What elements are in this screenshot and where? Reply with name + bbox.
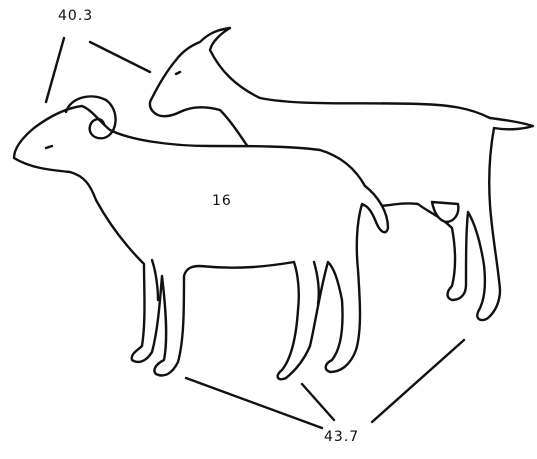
label-bottom-value: 43.7: [324, 429, 359, 445]
label-top-value: 40.3: [58, 8, 93, 24]
pointer-bottom-hoof: [302, 384, 334, 420]
label-body-value: 16: [212, 193, 232, 209]
pointer-bottom-ram: [186, 378, 322, 428]
pointer-top-goat: [90, 42, 150, 72]
goat-udder: [432, 202, 458, 222]
pointer-top-ram: [46, 38, 64, 102]
pointer-bottom-goat: [372, 340, 464, 422]
